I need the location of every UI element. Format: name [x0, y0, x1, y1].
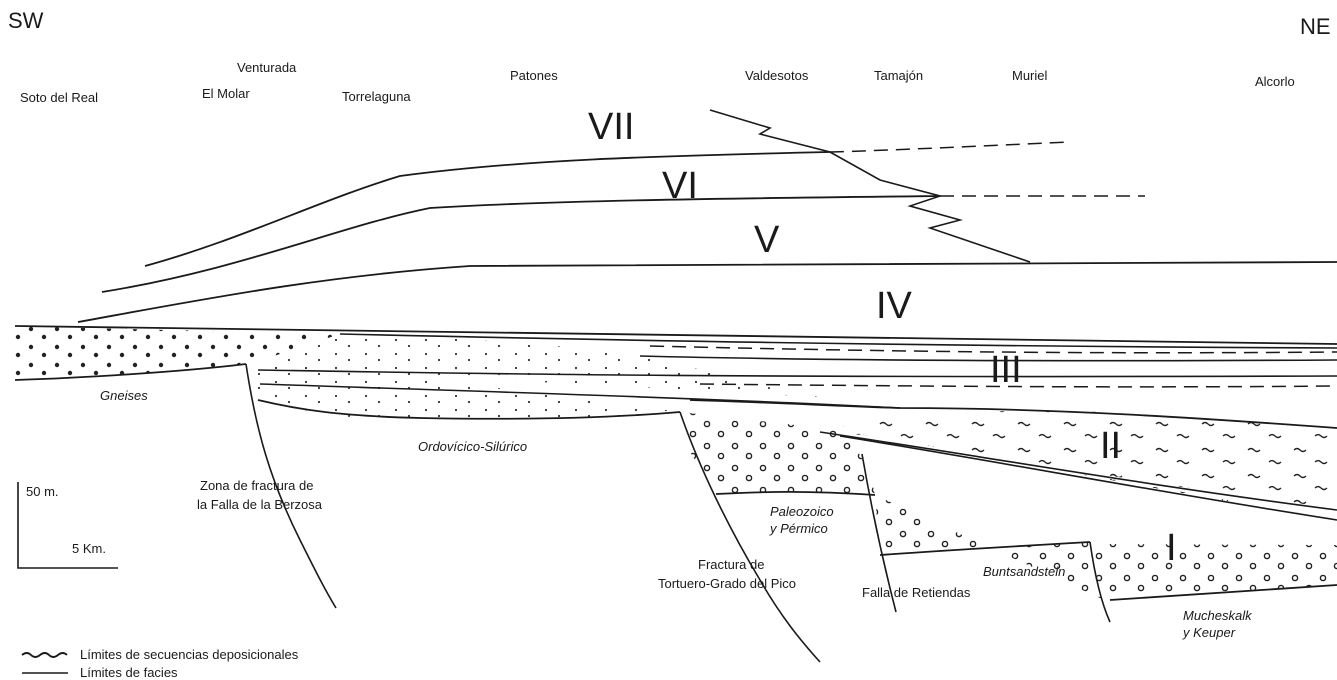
boundary-vii-vi-dashed	[830, 142, 1070, 152]
place-patones: Patones	[510, 68, 558, 83]
sequence-iii-label: III	[990, 349, 1022, 391]
legend-facies-limits: Límites de facies	[80, 665, 178, 680]
paleozoico-permico-unit	[680, 412, 875, 495]
fault-berzosa-label-1: Zona de fractura de	[200, 478, 313, 493]
unit-mucheskalk-label-1: Mucheskalk	[1183, 608, 1253, 623]
place-soto-del-real: Soto del Real	[20, 90, 98, 105]
place-venturada: Venturada	[237, 60, 297, 75]
sequence-i-label: I	[1166, 527, 1177, 569]
boundary-vi-v	[102, 196, 940, 292]
unit-paleozoico-label-2: y Pérmico	[769, 521, 828, 536]
sequence-vi-label: VI	[662, 165, 698, 207]
scale-horizontal-label: 5 Km.	[72, 541, 106, 556]
unit-buntsandstein-label: Buntsandstein	[983, 564, 1065, 579]
boundary-v-iv	[78, 262, 1337, 322]
place-muriel: Muriel	[1012, 68, 1048, 83]
unit-gneises-label: Gneises	[100, 388, 148, 403]
place-alcorlo: Alcorlo	[1255, 74, 1295, 89]
fault-tortuero-label-1: Fractura de	[698, 557, 764, 572]
sequence-ii-label: II	[1100, 425, 1121, 467]
sequence-iv-label: IV	[876, 285, 913, 327]
fault-retiendas-label: Falla de Retiendas	[862, 585, 971, 600]
unit-paleozoico-label-1: Paleozoico	[770, 504, 834, 519]
sequence-v-label: V	[754, 219, 780, 261]
place-valdesotos: Valdesotos	[745, 68, 809, 83]
fault-berzosa-label-2: la Falla de la Berzosa	[197, 497, 323, 512]
place-el-molar: El Molar	[202, 86, 250, 101]
scale-vertical-label: 50 m.	[26, 484, 59, 499]
place-tamajon: Tamajón	[874, 68, 923, 83]
sequence-vii-label: VII	[588, 106, 634, 148]
direction-sw: SW	[8, 8, 44, 33]
sequence-ii-unit	[820, 411, 1337, 508]
direction-ne: NE	[1300, 14, 1331, 39]
facies-iii-3	[640, 356, 1337, 361]
unit-mucheskalk-label-2: y Keuper	[1182, 625, 1236, 640]
legend-sequence-limits: Límites de secuencias deposicionales	[80, 647, 299, 662]
legend-wavy-symbol	[22, 653, 67, 657]
unit-ordovicico-label: Ordovícico-Silúrico	[418, 439, 527, 454]
fault-tortuero-label-2: Tortuero-Grado del Pico	[658, 576, 796, 591]
place-torrelaguna: Torrelaguna	[342, 89, 411, 104]
boundary-vii-vi	[145, 152, 830, 266]
